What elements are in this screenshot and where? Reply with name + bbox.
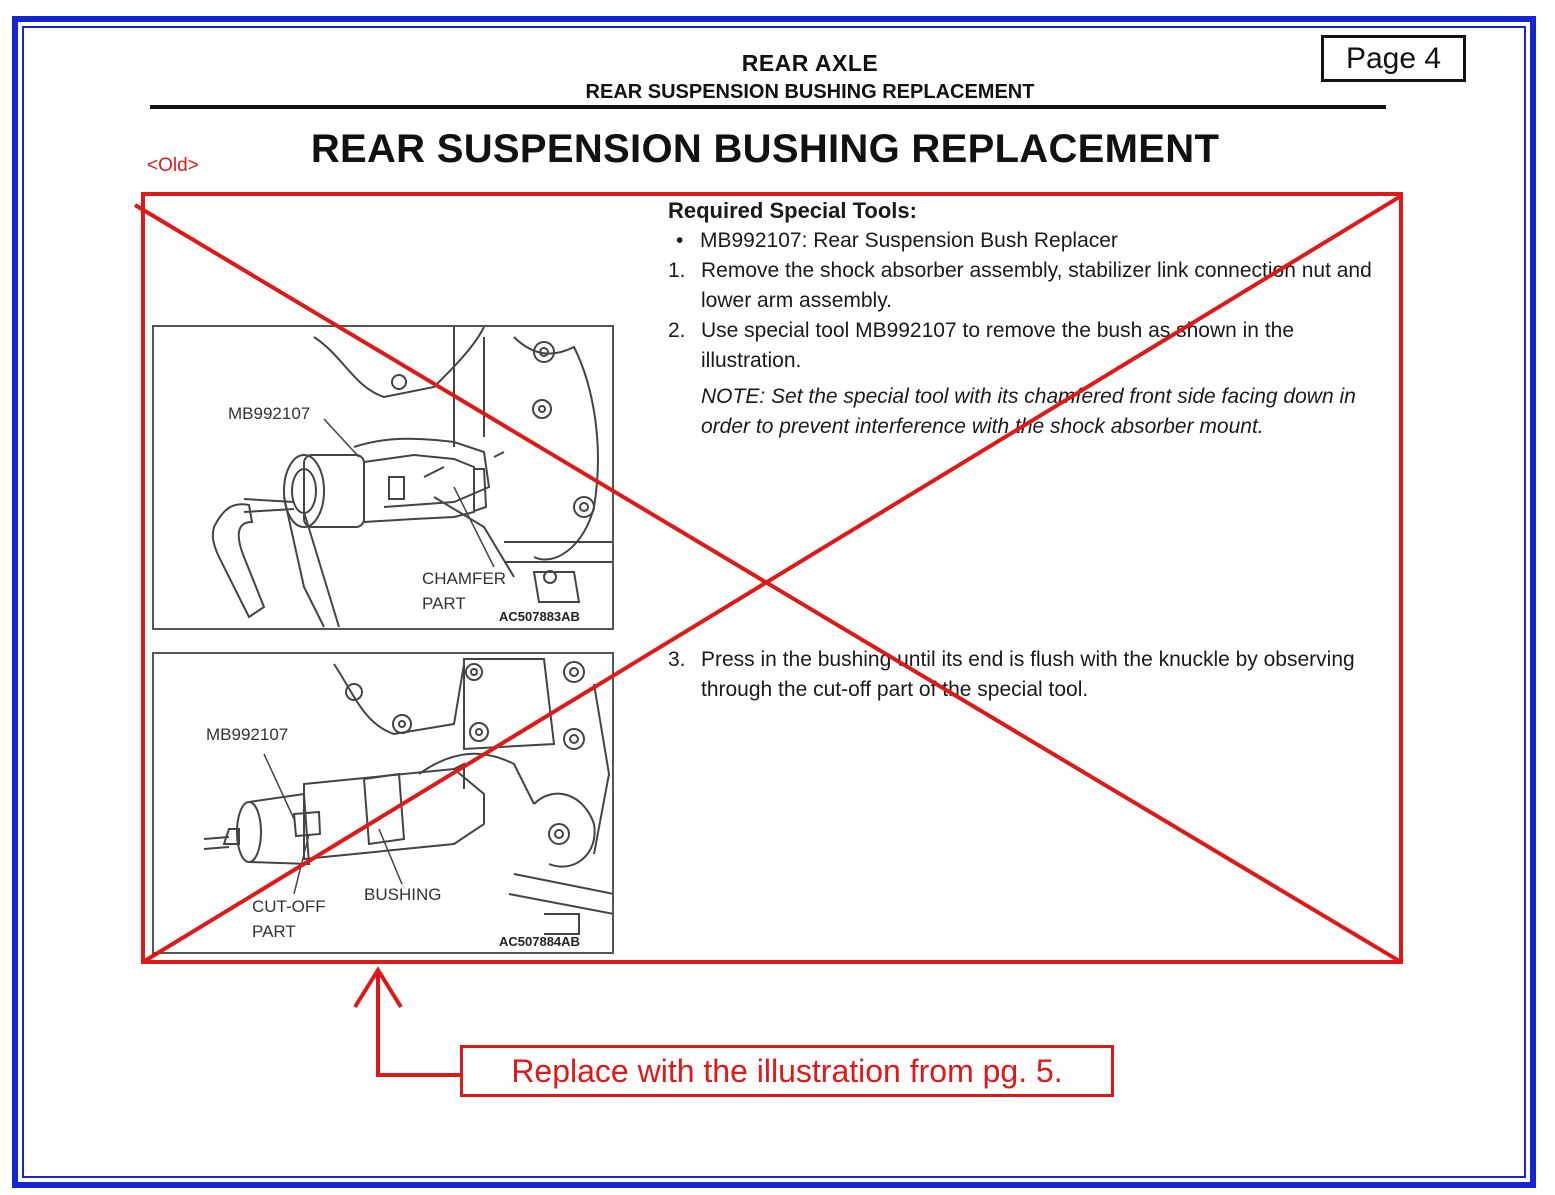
subsection-header: REAR SUSPENSION BUSHING REPLACEMENT xyxy=(585,81,1035,103)
figure-label-tool: MB992107 xyxy=(228,403,311,425)
step-number: 1. xyxy=(668,259,686,282)
figure-label-tool: MB992107 xyxy=(206,724,289,746)
figure-label-bushing: BUSHING xyxy=(364,884,442,906)
step-text: Press in the bushing until its end is fl… xyxy=(701,648,1355,701)
header-rule xyxy=(150,105,1386,109)
step-number: 3. xyxy=(668,648,686,671)
page-number-badge: Page 4 xyxy=(1321,35,1466,82)
figure-label-chamfer: CHAMFER xyxy=(422,568,507,590)
bullet-dot: • xyxy=(676,229,684,252)
figure-label-part: PART xyxy=(252,921,296,943)
step-3: 3. Press in the bushing until its end is… xyxy=(668,645,1388,705)
tools-heading: Required Special Tools: xyxy=(668,198,917,223)
bush-installation-illustration xyxy=(203,658,612,935)
old-tag: <Old> xyxy=(147,155,199,176)
figure-code: AC507884AB xyxy=(499,934,580,949)
tool-item-text: MB992107: Rear Suspension Bush Replacer xyxy=(700,229,1118,252)
step-1: 1. Remove the shock absorber assembly, s… xyxy=(668,256,1388,316)
step-2: 2. Use special tool MB992107 to remove t… xyxy=(668,316,1388,376)
figure-bush-installation: MB992107 CUT-OFF PART BUSHING AC507884AB xyxy=(152,652,614,954)
page-frame-inner xyxy=(22,26,1526,1178)
figure-label-part: PART xyxy=(422,593,466,615)
page-frame-outer xyxy=(12,16,1536,1188)
bush-removal-illustration xyxy=(211,327,612,628)
step-text: Use special tool MB992107 to remove the … xyxy=(701,319,1295,372)
replacement-callout: Replace with the illustration from pg. 5… xyxy=(460,1045,1114,1097)
page-title: REAR SUSPENSION BUSHING REPLACEMENT xyxy=(310,127,1220,171)
figure-label-cutoff: CUT-OFF xyxy=(252,896,326,918)
section-header: REAR AXLE xyxy=(741,50,879,76)
instructions-column: Required Special Tools: • MB992107: Rear … xyxy=(668,196,1388,442)
figure-code: AC507883AB xyxy=(499,609,580,624)
tool-item: • MB992107: Rear Suspension Bush Replacer xyxy=(668,226,1388,256)
step-text: Remove the shock absorber assembly, stab… xyxy=(701,259,1372,312)
figure-bush-removal: MB992107 CHAMFER PART AC507883AB xyxy=(152,325,614,630)
note-text: NOTE: Set the special tool with its cham… xyxy=(701,385,1356,438)
step-number: 2. xyxy=(668,319,686,342)
